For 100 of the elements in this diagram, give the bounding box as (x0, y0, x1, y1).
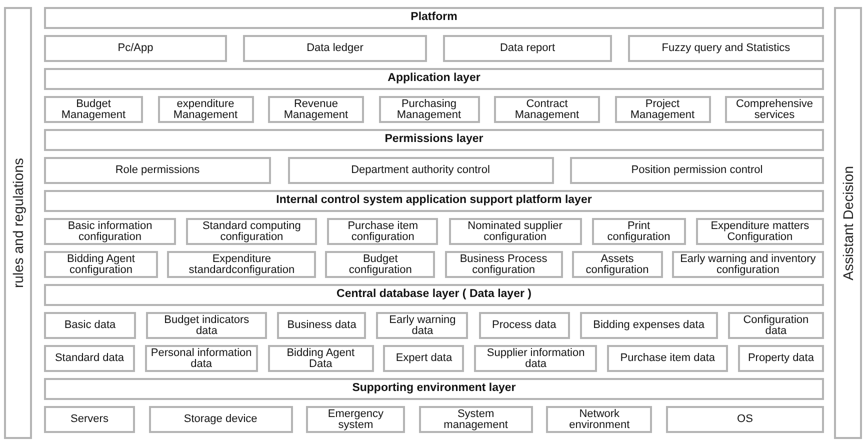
node-label: Internal control system application support platform layer (276, 193, 592, 208)
side-band (834, 7, 862, 439)
node-label: Expert data (396, 353, 452, 364)
node-label: Bidding Agent configuration (66, 254, 136, 276)
module-box (167, 251, 316, 278)
layer-header-box (44, 284, 824, 306)
node-label: Basic data (64, 320, 116, 331)
node-label: Project Management (629, 98, 696, 120)
node-label: Personal information data (150, 348, 252, 370)
node-label: Role permissions (115, 165, 200, 176)
module-box (725, 96, 824, 123)
module-box (614, 96, 710, 123)
node-label: Data ledger (306, 43, 364, 54)
node-label: Standard data (54, 353, 124, 364)
module-box (444, 251, 563, 278)
node-label: expenditure Management (172, 98, 239, 120)
node-label: Emergency system (326, 408, 384, 430)
module-box (572, 251, 663, 278)
module-box (378, 96, 480, 123)
node-label: Bidding Agent Data (286, 348, 356, 370)
layer-header-box (44, 190, 824, 212)
module-box (474, 345, 598, 372)
module-box (268, 96, 364, 123)
module-box (628, 35, 824, 62)
node-label: Expenditure matters Configuration (710, 220, 810, 242)
module-box (44, 96, 143, 123)
module-box (478, 312, 570, 339)
module-box (44, 312, 136, 339)
node-label: Configuration data (742, 314, 810, 336)
node-label: Pc/App (118, 43, 154, 54)
module-box (268, 345, 374, 372)
node-label: Fuzzy query and Statistics (662, 43, 790, 54)
module-box (494, 96, 600, 123)
node-label: Network environment (568, 408, 631, 430)
node-label: Comprehensive services (734, 98, 814, 120)
node-label: Servers (70, 414, 108, 425)
node-label: Bidding expenses data (593, 320, 704, 331)
module-box (738, 345, 824, 372)
node-label: Purchase item data (620, 353, 716, 364)
node-label: Position permission control (631, 165, 763, 176)
module-box (325, 251, 436, 278)
node-label: Purchasing Management (396, 98, 462, 120)
node-label: Assets configuration (584, 254, 650, 276)
node-label: Contract Management (514, 98, 580, 120)
node-label: Print configuration (606, 220, 672, 242)
node-label: Department authority control (351, 165, 490, 176)
module-box (672, 251, 824, 278)
node-label: Data report (500, 43, 556, 54)
module-box (186, 218, 318, 245)
layer-header-box (44, 378, 824, 400)
side-band (4, 7, 32, 439)
node-label: Nominated supplier configuration (466, 220, 564, 242)
layer-header-box (44, 68, 824, 90)
node-label: rules and regulations (8, 158, 27, 288)
module-box (148, 406, 293, 433)
module-box (158, 96, 254, 123)
node-label: System management (442, 408, 509, 430)
module-box (376, 312, 468, 339)
node-label: Budget Management (60, 98, 127, 120)
node-label: Expenditure standardconfiguration (188, 254, 296, 276)
module-box (383, 345, 464, 372)
module-box (696, 218, 824, 245)
module-box (44, 218, 176, 245)
node-label: Permissions layer (384, 132, 484, 148)
module-box (443, 35, 612, 62)
module-box (327, 218, 438, 245)
module-box (288, 157, 554, 184)
module-box (44, 157, 271, 184)
node-label: Central database layer ( Data layer ) (336, 287, 532, 302)
module-box (592, 218, 686, 245)
node-label: Supporting environment layer (352, 381, 516, 396)
node-label: Early warning and inventory configuration (679, 254, 817, 276)
module-box (666, 406, 824, 433)
module-box (277, 312, 366, 339)
module-box (580, 312, 718, 339)
layer-header-box (44, 7, 824, 29)
node-label: Early warning data (388, 314, 457, 336)
module-box (546, 406, 652, 433)
node-label: Process data (492, 320, 556, 331)
module-box (570, 157, 824, 184)
module-box (306, 406, 406, 433)
node-label: Storage device (184, 414, 258, 425)
node-label: Assistant Decision (838, 166, 856, 280)
module-box (44, 345, 135, 372)
node-label: Platform (410, 10, 458, 26)
node-label: Business Process configuration (458, 254, 548, 276)
module-box (448, 218, 582, 245)
node-label: Standard computing configuration (201, 220, 302, 242)
node-label: Business data (287, 320, 356, 331)
module-box (144, 345, 258, 372)
node-label: Budget indicators data (163, 314, 250, 336)
module-box (243, 35, 427, 62)
node-label: OS (737, 414, 753, 425)
module-box (146, 312, 268, 339)
node-label: Property data (748, 353, 814, 364)
module-box (44, 406, 135, 433)
module-box (44, 35, 227, 62)
module-box (728, 312, 824, 339)
module-box (44, 251, 158, 278)
node-label: Basic information configuration (66, 220, 154, 242)
